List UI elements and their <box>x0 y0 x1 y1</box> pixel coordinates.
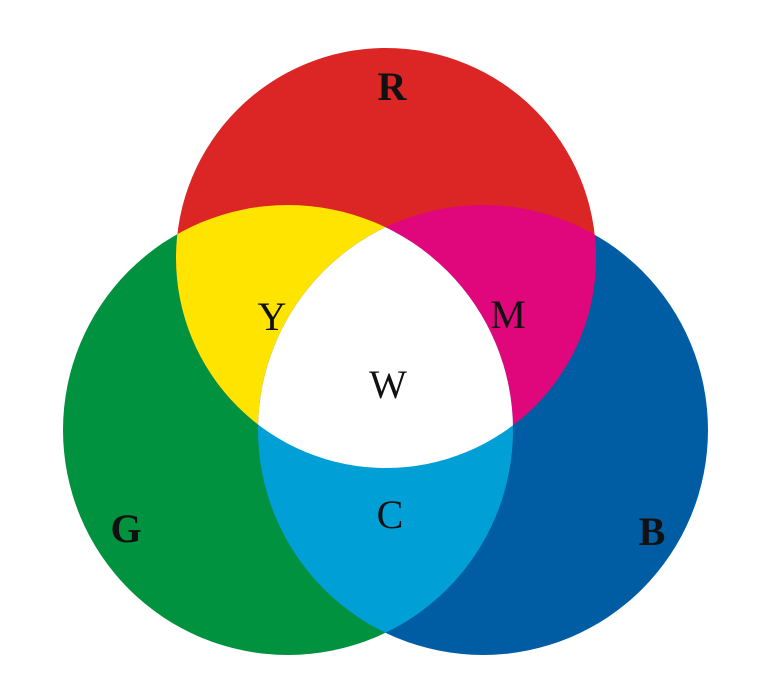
label-y: Y <box>258 294 287 339</box>
label-r: R <box>378 64 408 109</box>
label-w: W <box>369 362 407 407</box>
label-b: B <box>639 509 666 554</box>
label-c: C <box>377 492 404 537</box>
label-g: G <box>110 506 141 551</box>
label-m: M <box>490 292 526 337</box>
white-overlap <box>258 205 513 468</box>
